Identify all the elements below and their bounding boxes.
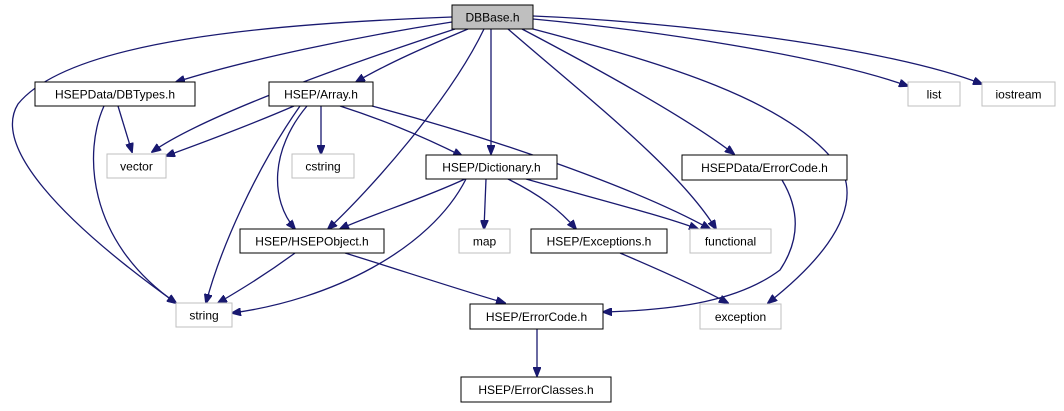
edge-dbbase-to-list <box>532 18 908 86</box>
node-cstring[interactable]: cstring <box>291 153 355 179</box>
node-vector[interactable]: vector <box>106 153 167 179</box>
node-errorcode-label: HSEP/ErrorCode.h <box>486 310 587 324</box>
node-map[interactable]: map <box>458 228 511 254</box>
node-exceptions-label: HSEP/Exceptions.h <box>547 235 652 249</box>
edge-array-to-hsepobject <box>276 105 308 229</box>
edges <box>11 15 982 376</box>
edge-dbbase-to-errorcode-data <box>521 28 734 154</box>
nodes: DBBase.h HSEPData/DBTypes.h HSEP/Array.h… <box>34 4 1056 403</box>
edge-dbbase-to-array <box>356 28 469 82</box>
edge-dbtypes-to-vector <box>117 105 132 152</box>
edge-array-to-string <box>206 105 301 303</box>
node-errorcode-data[interactable]: HSEPData/ErrorCode.h <box>681 154 848 181</box>
node-hsepobject-label: HSEP/HSEPObject.h <box>255 235 368 249</box>
edge-hsepobject-to-errorcode <box>344 252 505 303</box>
edge-dictionary-to-string <box>232 178 467 313</box>
node-dbtypes[interactable]: HSEPData/DBTypes.h <box>34 81 196 107</box>
edge-dictionary-to-exceptions <box>507 178 576 229</box>
node-array[interactable]: HSEP/Array.h <box>268 81 374 107</box>
node-array-label: HSEP/Array.h <box>284 88 358 102</box>
edge-array-to-vector <box>166 105 295 156</box>
node-errorclasses-label: HSEP/ErrorClasses.h <box>478 383 593 397</box>
node-map-label: map <box>473 235 497 249</box>
node-list-label: list <box>927 88 942 102</box>
node-functional-label: functional <box>705 235 756 249</box>
edge-dbbase-to-hsepobject <box>328 28 485 229</box>
node-dbtypes-label: HSEPData/DBTypes.h <box>55 88 175 102</box>
node-exceptions[interactable]: HSEP/Exceptions.h <box>530 228 668 254</box>
node-string[interactable]: string <box>175 302 233 328</box>
edge-dictionary-to-hsepobject <box>340 178 466 229</box>
node-hsepobject[interactable]: HSEP/HSEPObject.h <box>239 228 385 254</box>
node-errorclasses[interactable]: HSEP/ErrorClasses.h <box>460 376 612 403</box>
node-errorcode[interactable]: HSEP/ErrorCode.h <box>469 303 604 330</box>
node-dictionary[interactable]: HSEP/Dictionary.h <box>425 154 558 180</box>
edge-dbbase-to-exception <box>532 28 848 303</box>
node-functional[interactable]: functional <box>689 228 772 254</box>
edge-hsepobject-to-string <box>218 252 296 303</box>
node-iostream-label: iostream <box>995 88 1041 102</box>
edge-dbbase-to-functional <box>507 28 716 229</box>
edge-dbbase-to-dbtypes <box>176 21 453 82</box>
edge-exceptions-to-exception <box>619 252 728 303</box>
edge-array-to-functional <box>371 105 710 229</box>
edge-dbtypes-to-string <box>92 105 176 303</box>
edge-errorcode-data-to-errorcode <box>603 179 796 312</box>
node-dbbase[interactable]: DBBase.h <box>451 4 534 30</box>
node-iostream[interactable]: iostream <box>981 81 1056 107</box>
node-cstring-label: cstring <box>305 160 340 174</box>
node-exception-label: exception <box>715 310 766 324</box>
node-exception[interactable]: exception <box>699 303 782 330</box>
edge-dictionary-to-functional <box>525 178 698 229</box>
edge-dbbase-to-string <box>11 16 453 303</box>
node-string-label: string <box>189 309 218 323</box>
edge-array-to-dictionary <box>339 105 462 156</box>
node-dbbase-label: DBBase.h <box>465 11 519 25</box>
edge-dbbase-to-iostream <box>532 15 982 84</box>
node-dictionary-label: HSEP/Dictionary.h <box>442 161 540 175</box>
edge-dictionary-to-map <box>484 178 486 229</box>
node-errorcode-data-label: HSEPData/ErrorCode.h <box>701 161 828 175</box>
node-vector-label: vector <box>120 160 153 174</box>
node-list[interactable]: list <box>907 81 961 107</box>
